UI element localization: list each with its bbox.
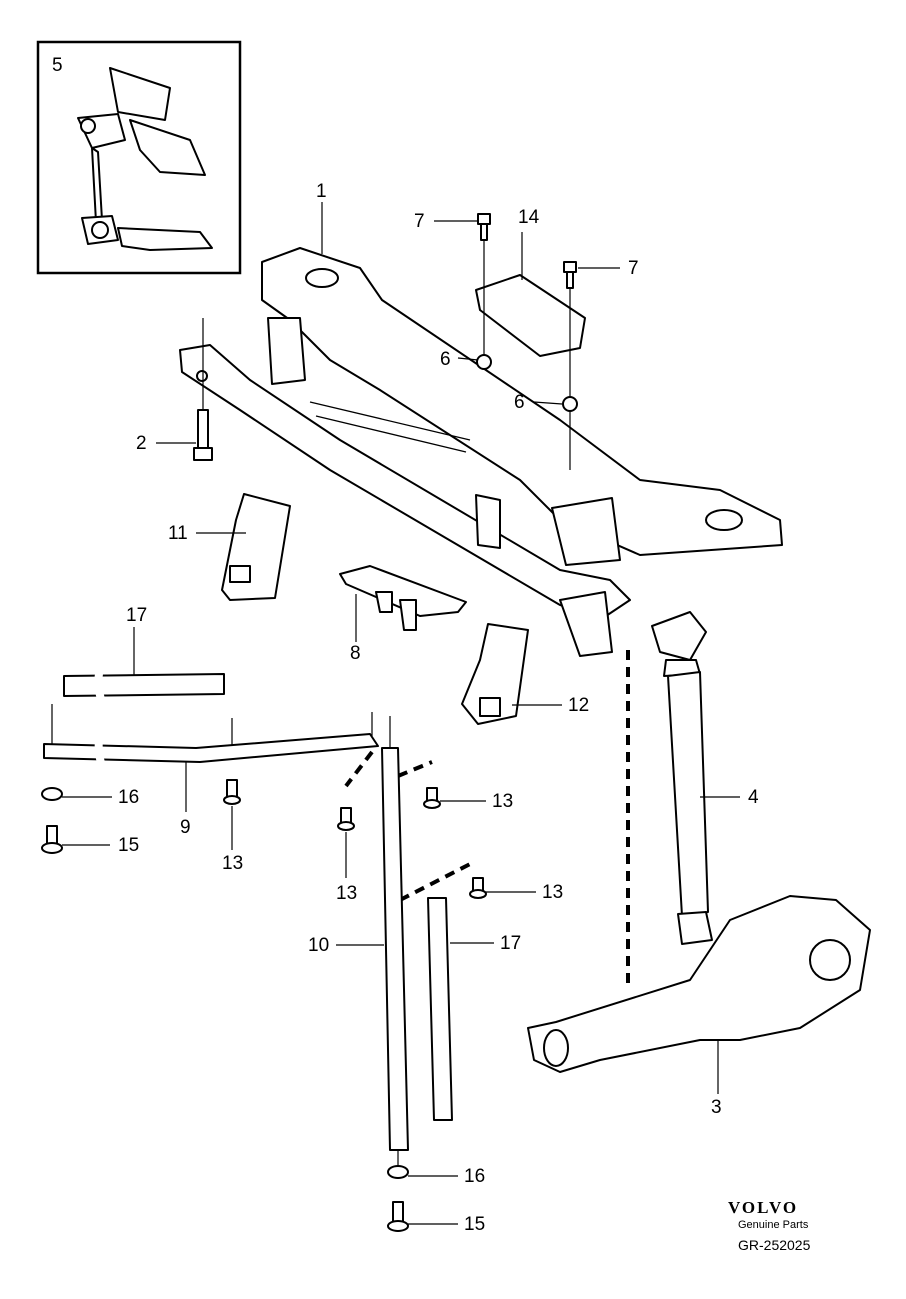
bracket-14: [475, 240, 586, 470]
callout-10: 10: [308, 935, 330, 956]
nut-6a: [476, 354, 492, 370]
callout-8: 8: [350, 643, 361, 664]
strip-17-lower: [427, 897, 453, 1121]
nut-6b: [562, 396, 578, 412]
strip-17-top: [63, 667, 225, 704]
callout-5: 5: [52, 55, 63, 76]
bolt-15a: [41, 825, 63, 854]
callout-13c: 13: [336, 883, 358, 904]
brand-logo-text: VOLVO: [728, 1198, 799, 1217]
bolt-2: [193, 318, 213, 461]
callout-2: 2: [136, 433, 147, 454]
bolt-13b: [423, 787, 441, 809]
callout-11: 11: [168, 523, 188, 544]
bolt-7b: [563, 261, 577, 289]
dash-connector-1: [344, 750, 374, 788]
dash-connector-2: [397, 760, 433, 778]
callout-17b: 17: [500, 933, 522, 954]
bracket-12: [461, 623, 529, 725]
diagram-code: GR-252025: [738, 1237, 811, 1253]
inset-box-level-sensor: [36, 40, 242, 275]
bolt-13d: [469, 877, 487, 899]
dash-connector-3: [399, 860, 475, 902]
callout-14: 14: [518, 207, 540, 228]
callout-13b: 13: [492, 791, 514, 812]
callout-16a: 16: [118, 787, 140, 808]
callout-15a: 15: [118, 835, 140, 856]
callout-3: 3: [711, 1097, 722, 1118]
callout-7a: 7: [414, 211, 425, 232]
callout-13d: 13: [542, 882, 564, 903]
trailing-arm-3: [527, 895, 871, 1073]
callout-6b: 6: [514, 392, 525, 413]
callout-7b: 7: [628, 258, 639, 279]
bracket-11: [221, 493, 291, 601]
washer-16a: [41, 787, 63, 801]
callout-4: 4: [748, 787, 759, 808]
callout-15b: 15: [464, 1214, 486, 1235]
bar-9: [43, 704, 379, 774]
bolt-15b: [387, 1201, 409, 1232]
leader-6b: [533, 401, 563, 405]
plate-8: [339, 565, 467, 631]
callout-17a: 17: [126, 605, 148, 626]
callout-16b: 16: [464, 1166, 486, 1187]
rear-subframe: [179, 247, 783, 657]
callout-9: 9: [180, 817, 191, 838]
callout-1: 1: [316, 181, 327, 202]
washer-16b: [387, 1165, 409, 1179]
bar-10: [381, 716, 409, 1166]
callout-6a: 6: [440, 349, 451, 370]
callout-13a: 13: [222, 853, 244, 874]
leader-6a: [457, 357, 479, 361]
shock-absorber-4: [651, 611, 713, 945]
bolt-13a: [223, 779, 241, 805]
brand-tagline: Genuine Parts: [738, 1219, 809, 1231]
callout-12: 12: [568, 695, 590, 716]
bolt-7a: [477, 213, 491, 241]
bolt-13c: [337, 807, 355, 831]
